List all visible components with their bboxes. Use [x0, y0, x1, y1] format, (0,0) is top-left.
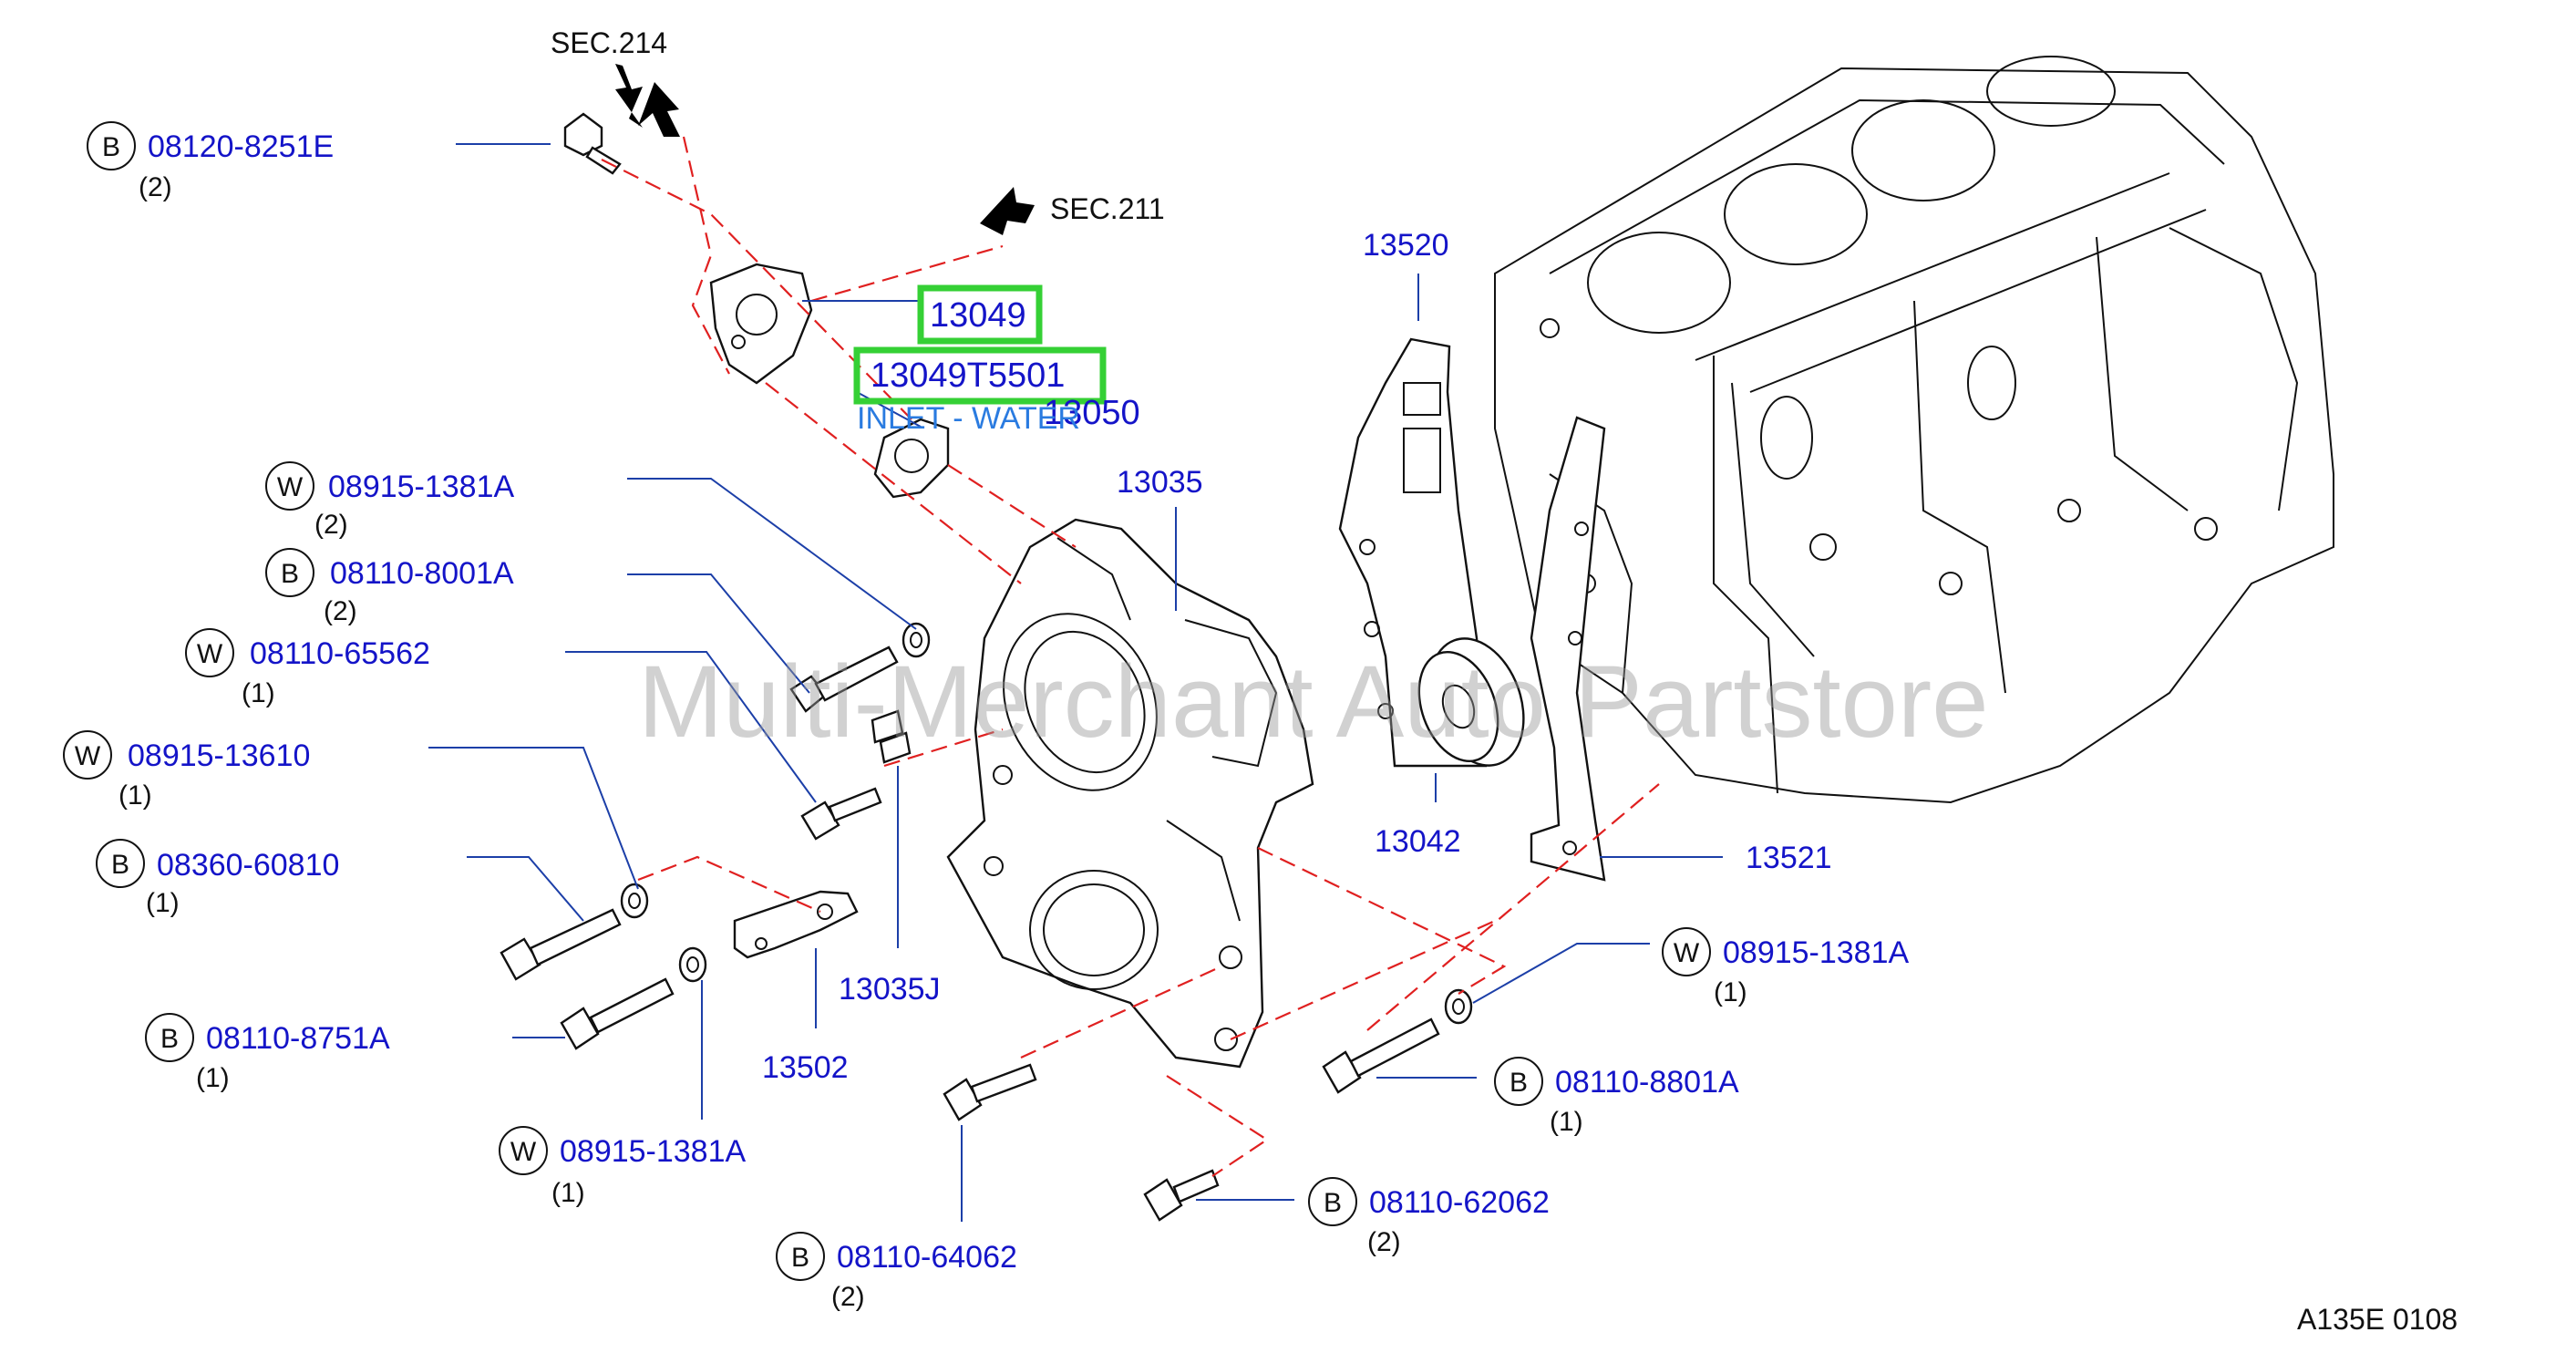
callout-13521[interactable]: 13521: [1746, 841, 1832, 875]
sec-214-label[interactable]: SEC.214: [551, 26, 667, 59]
callout-13502[interactable]: 13502: [762, 1050, 849, 1085]
fastener-08110-65562[interactable]: W 08110-65562 (1): [185, 628, 430, 708]
fastener-type-badge: B: [1510, 1068, 1528, 1098]
bolt-08110-62062: [1143, 1169, 1220, 1222]
front-cover-13035: [946, 518, 1314, 1069]
callout-13042[interactable]: 13042: [1375, 824, 1461, 859]
bolt-08110-8801A: [1322, 1017, 1440, 1094]
fastener-type-badge: W: [75, 741, 101, 771]
engine-block-drawing: [1494, 56, 2334, 804]
fastener-08915-13610[interactable]: W 08915-13610 (1): [63, 730, 310, 811]
fastener-quantity: (1): [551, 1178, 585, 1208]
washer-08915-1381A-left: [678, 946, 707, 983]
fastener-08120-8251E[interactable]: B 08120-8251E (2): [87, 121, 334, 202]
fastener-part-number[interactable]: 08110-8751A: [206, 1021, 390, 1056]
highlight-box-13049: [917, 284, 1043, 345]
fastener-08110-62062[interactable]: B 08110-62062 (2): [1308, 1177, 1550, 1257]
bracket-13502: [733, 890, 859, 959]
bolt-08110-8001A: [789, 646, 899, 713]
callout-13035J[interactable]: 13035J: [839, 972, 941, 1007]
washer-08915-1381A-right: [1444, 988, 1473, 1025]
bolt-08110-8751A: [560, 977, 675, 1050]
fastener-type-badge: W: [277, 472, 304, 502]
fastener-part-number[interactable]: 08915-1381A: [560, 1134, 747, 1169]
bolt-08120-8251E: [563, 112, 622, 175]
fastener-part-number[interactable]: 08110-62062: [1369, 1185, 1550, 1220]
fastener-type-badge: B: [281, 559, 299, 589]
idler-pulley-13042: [1417, 637, 1525, 767]
fastener-quantity: (1): [1550, 1107, 1583, 1137]
fastener-part-number[interactable]: 08110-65562: [250, 636, 430, 671]
washer-08915-13610: [620, 883, 649, 919]
fastener-part-number[interactable]: 08110-8001A: [330, 556, 514, 591]
gasket-13521: [1530, 416, 1606, 882]
fastener-08360-60810[interactable]: B 08360-60810 (1): [96, 839, 339, 918]
fastener-type-badge: B: [111, 850, 129, 880]
fastener-type-badge: B: [160, 1024, 179, 1054]
fastener-08110-8801A[interactable]: B 08110-8801A (1): [1494, 1057, 1739, 1137]
fastener-part-number[interactable]: 08915-1381A: [328, 470, 515, 504]
fastener-quantity: (2): [314, 510, 348, 540]
water-inlet-13049: [709, 263, 813, 385]
assembly-lines: [601, 136, 1660, 1177]
fastener-quantity: (1): [196, 1063, 230, 1093]
fastener-08110-8001A[interactable]: B 08110-8001A (2): [265, 548, 514, 626]
fastener-part-number[interactable]: 08110-8801A: [1555, 1065, 1739, 1100]
fastener-part-number[interactable]: 08915-1381A: [1723, 935, 1910, 970]
sec-214-arrow-icon: [615, 64, 680, 137]
fastener-type-badge: B: [102, 132, 120, 162]
fastener-08110-8751A[interactable]: B 08110-8751A (1): [145, 1013, 390, 1093]
bolt-08360-60810: [500, 908, 622, 981]
bolt-08110-64062: [943, 1063, 1037, 1121]
fastener-type-badge: W: [510, 1137, 537, 1167]
callout-13035[interactable]: 13035: [1117, 465, 1203, 500]
watermark: Multi-Merchant Auto Partstore: [638, 645, 1988, 759]
callout-13049T5501-description: INLET - WATER: [857, 401, 1080, 436]
fastener-08915-1381A-b[interactable]: W 08915-1381A (1): [499, 1126, 747, 1208]
fastener-type-badge: B: [1324, 1188, 1342, 1218]
highlight-box-13049T5501: [853, 346, 1107, 405]
callout-13520[interactable]: 13520: [1363, 228, 1449, 263]
leader-lines: [428, 143, 1723, 1222]
fastener-type-badge: B: [791, 1243, 809, 1273]
fastener-type-badge: W: [197, 639, 223, 669]
fastener-type-badge: W: [1674, 938, 1700, 968]
fastener-part-number[interactable]: 08915-13610: [128, 738, 310, 773]
callout-13049T5501[interactable]: 13049T5501: [871, 356, 1065, 395]
washer-08915-1381A-top: [902, 622, 931, 658]
fastener-quantity: (1): [1714, 977, 1747, 1007]
fastener-08915-1381A-a[interactable]: W 08915-1381A (2): [265, 461, 515, 540]
callout-13050[interactable]: 13050: [1044, 394, 1140, 432]
fastener-08110-64062[interactable]: B 08110-64062 (2): [776, 1232, 1017, 1312]
fastener-part-number[interactable]: 08120-8251E: [148, 129, 334, 164]
sec-211-label[interactable]: SEC.211: [1050, 192, 1165, 225]
fastener-quantity: (2): [1367, 1227, 1401, 1257]
fastener-quantity: (2): [324, 596, 357, 626]
fastener-quantity: (1): [146, 888, 180, 918]
callout-13049[interactable]: 13049: [930, 296, 1026, 335]
diagram-code: A135E 0108: [2297, 1303, 2458, 1336]
fastener-quantity: (1): [118, 780, 152, 811]
inlet-gasket-13050: [873, 418, 950, 499]
fastener-part-number[interactable]: 08110-64062: [837, 1240, 1017, 1275]
fastener-08915-1381A-c[interactable]: W 08915-1381A (1): [1662, 927, 1910, 1007]
dowel-13035J: [871, 709, 912, 764]
stud-08110-65562: [800, 787, 882, 841]
fastener-quantity: (1): [242, 678, 275, 708]
fastener-quantity: (2): [139, 172, 172, 202]
fastener-part-number[interactable]: 08360-60810: [157, 848, 339, 883]
sec-211-arrow-icon: [980, 187, 1035, 235]
fastener-quantity: (2): [831, 1282, 865, 1312]
